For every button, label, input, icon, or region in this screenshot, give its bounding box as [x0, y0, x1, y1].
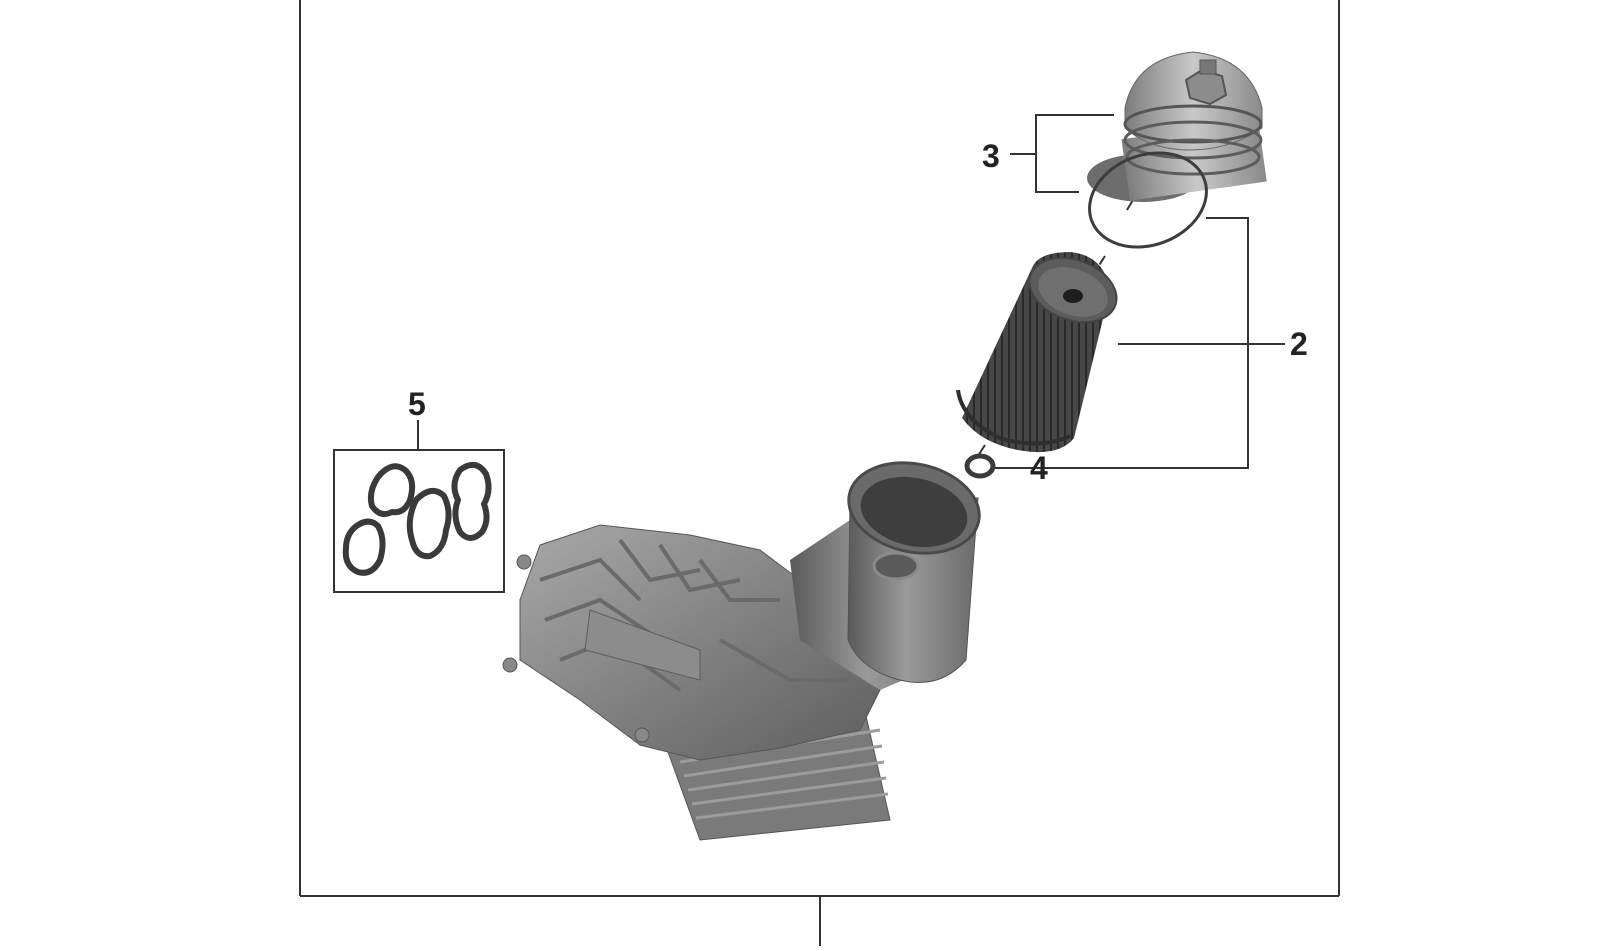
gasket-shapes	[342, 461, 492, 576]
filter-cap	[1087, 51, 1267, 249]
callout-3: 3	[982, 138, 1000, 174]
oil-filter-element	[956, 252, 1118, 453]
gasket-set-group	[333, 449, 505, 593]
callout-5: 5	[408, 386, 426, 422]
callout-4: 4	[1030, 450, 1048, 486]
oil-filter-housing	[502, 461, 981, 841]
diagram-frame	[299, 0, 1340, 946]
small-seal-ring	[964, 453, 996, 479]
callout-2: 2	[1290, 326, 1308, 362]
